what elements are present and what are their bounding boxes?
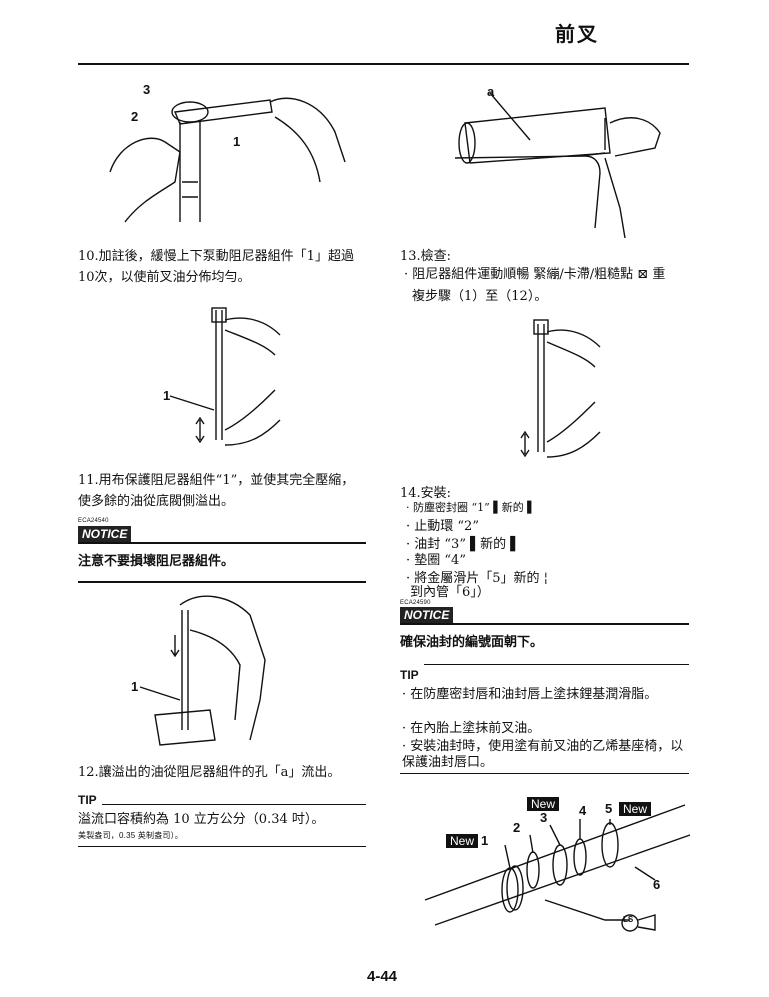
notice-badge: NOTICE [78,526,132,542]
step-11-text: 11.用布保護阻尼器組件“1”，並使其完全壓縮，使多餘的油從底閥側溢出。 [78,473,355,509]
lubricant-ls-label: LS [623,915,634,924]
tip-label: TIP [400,668,419,682]
section-title: 前叉 [555,22,599,46]
notice-text: 確保油封的編號面朝下。 [400,635,544,650]
tip-rule [102,804,366,805]
step-14-head: 14.安裝: [400,486,452,501]
callout-1: 1 [481,833,489,848]
tip-line-2: · 在內胎上塗抹前叉油。 [402,721,541,736]
callout-3: 3 [143,82,151,97]
callout-1: 1 [131,679,139,694]
step-10-text: 10.加註後，緩慢上下泵動阻尼器組件「1」超過10次，以使前叉油分佈均勻。 [78,249,354,285]
tip-label: TIP [78,793,97,807]
header-rule [78,63,689,65]
callout-1: 1 [163,388,171,403]
callout-2: 2 [131,109,139,124]
notice-rule [78,542,366,544]
figure-pump-damper [169,307,281,446]
new-part-badge: New [619,802,652,816]
notice-end-rule [78,581,366,583]
figure-damper-hole [454,92,661,238]
tip-line-2: 美製盎司，0.35 英制盎司）。 [78,831,183,840]
notice-badge: NOTICE [400,607,454,623]
notice-code: ECA24540 [78,518,109,524]
callout-2: 2 [513,820,521,835]
callout-5: 5 [605,801,613,816]
notice-code: ECA24590 [400,600,431,606]
callout-1: 1 [233,134,241,149]
notice-text: 注意不要損壞阻尼器組件。 [78,554,235,569]
tip-end-rule [400,773,689,774]
tip-end-rule [78,846,366,847]
tip-line-1: 溢流口容積約為 10 立方公分（0.34 吋）。 [78,812,325,827]
install-item-slide-metal: · 將金屬滑片「5」新的 ¦ [406,571,549,586]
install-item-stop-ring: · 止動環 “2” [406,519,479,534]
step-13-line-1: · 阻尼器組件運動順暢 緊繃/卡滯/粗糙點 ⊠ 重 [404,267,666,282]
install-item-oil-seal: · 油封 “3” ▌新的 ▌ [406,537,521,552]
page-number: 4-44 [367,968,398,985]
tip-line-1: · 在防塵密封唇和油封唇上塗抹鋰基潤滑脂。 [402,687,658,702]
figure-pump-damper-right [520,319,601,458]
tip-rule [424,664,689,665]
new-part-badge: New [527,797,560,811]
install-item-dust-seal: · 防塵密封圈 “1” ▌新的 ▌ [406,501,536,514]
new-part-badge: New [446,834,479,848]
step-13-head: 13.檢查: [400,249,452,264]
figure-seal-installation [424,804,691,932]
tip-line-4: 保護油封唇口。 [402,755,494,770]
step-12-text: 12.讓溢出的油從阻尼器組件的孔「a」流出。 [78,765,341,780]
install-item-inner-tube: 到內管「6」） [410,585,490,600]
callout-3: 3 [540,810,548,825]
callout-a: a [487,84,495,99]
figure-wrench-damper [109,97,346,223]
step-13-line-2: 複步驟（1）至（12）。 [412,289,548,304]
install-item-washer: · 墊圈 “4” [406,553,466,568]
callout-4: 4 [579,803,587,818]
notice-rule [400,623,689,625]
figure-drain-cloth [139,595,266,746]
tip-line-3: · 安裝油封時，使用塗有前叉油的乙烯基座椅，以 [402,739,684,754]
callout-6: 6 [653,877,661,892]
